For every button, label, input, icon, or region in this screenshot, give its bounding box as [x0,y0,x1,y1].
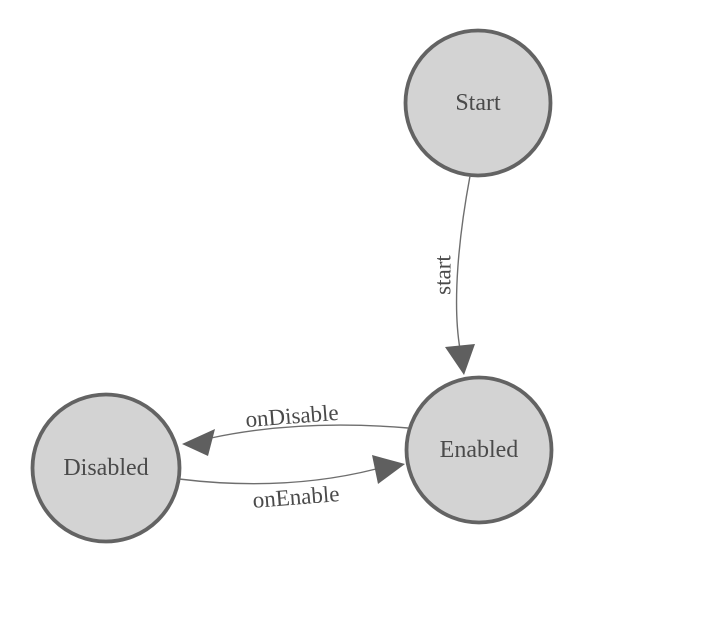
edge-label-start: start [431,255,456,295]
edge-enabled-to-disabled: onDisable [182,400,409,456]
arrowhead-right-icon [372,455,405,484]
state-node-enabled [404,375,554,525]
edge-label-onenable: onEnable [252,481,341,513]
edge-start-to-enabled-line [455,175,471,350]
edge-label-ondisable: onDisable [245,400,340,432]
state-node-start-label: Start [455,90,501,116]
state-node-disabled [30,392,182,544]
edge-start-to-enabled: start [431,175,475,375]
edge-disabled-to-enabled: onEnable [178,455,405,513]
edge-enabled-to-disabled-line [210,424,409,439]
state-node-enabled-label: Enabled [440,437,519,463]
state-node-disabled-label: Disabled [63,455,148,481]
edge-disabled-to-enabled-line [178,468,377,485]
arrowhead-down-icon [445,344,475,375]
arrowhead-left-icon [182,429,215,456]
state-node-start [403,28,553,178]
